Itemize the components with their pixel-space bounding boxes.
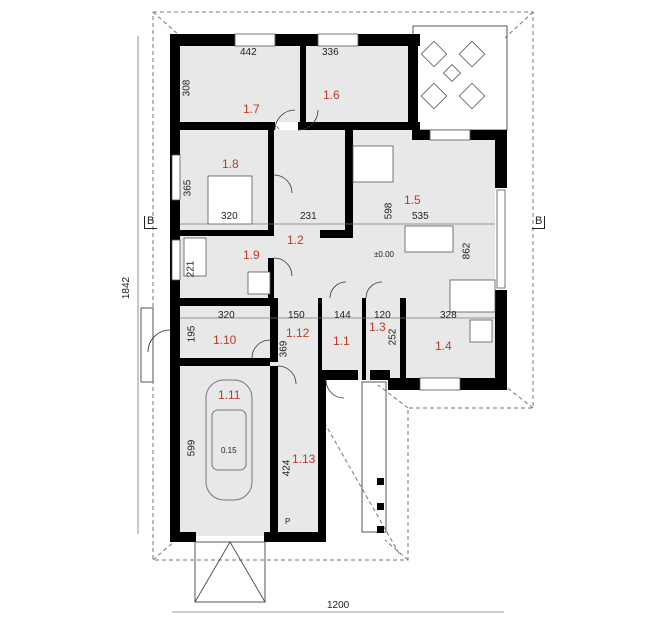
room-label-1-12: 1.12 [286, 326, 310, 340]
overall-width-dimension: 1200 [327, 600, 350, 611]
room-label-1-7: 1.7 [243, 102, 260, 116]
dimension-336: 336 [322, 47, 339, 58]
room-label-1-5: 1.5 [404, 193, 421, 207]
garage-porch [140, 307, 387, 603]
dimension-442: 442 [240, 47, 257, 58]
dimension-120: 120 [374, 310, 391, 321]
dimension-535: 535 [412, 211, 429, 222]
section-mark-left: B [144, 216, 158, 229]
dimension-lines [137, 36, 504, 613]
room-label-1-3: 1.3 [369, 320, 386, 334]
walls [170, 34, 507, 542]
floor-areas [180, 46, 495, 536]
dimension-862: 862 [461, 242, 473, 260]
section-mark-right: B [532, 216, 546, 229]
dimension-369: 369 [278, 340, 290, 358]
room-label-1-8: 1.8 [222, 157, 239, 171]
terrace-furniture [420, 40, 486, 110]
level-mark: ±0.00 [374, 250, 394, 259]
parking-mark: P [285, 517, 291, 526]
porch-posts [377, 478, 384, 533]
overall-height-dimension: 1842 [121, 276, 133, 300]
room-label-1-13: 1.13 [292, 452, 316, 466]
dimension-144: 144 [334, 310, 351, 321]
terrace [412, 25, 508, 131]
dimension-599: 599 [186, 439, 198, 457]
room-label-1-11: 1.11 [218, 388, 241, 402]
garage-level-mark: 0.15 [221, 446, 237, 455]
dimension-598: 598 [383, 202, 395, 220]
furniture [183, 145, 496, 343]
car-outline [205, 379, 253, 501]
dimension-308: 308 [181, 79, 193, 97]
windows [171, 33, 506, 391]
room-label-1-10: 1.10 [213, 333, 237, 347]
dimension-424: 424 [281, 459, 293, 477]
dimension-365: 365 [182, 179, 194, 197]
dimension-231: 231 [300, 211, 317, 222]
dimension-150: 150 [288, 310, 305, 321]
dimension-252: 252 [387, 328, 399, 346]
dimension-320-bedroom: 320 [221, 211, 238, 222]
room-label-1-1: 1.1 [333, 334, 350, 348]
doors [147, 109, 383, 399]
room-label-1-2: 1.2 [287, 233, 304, 247]
dimension-320-laundry: 320 [218, 310, 235, 321]
dimension-328: 328 [440, 310, 457, 321]
room-label-1-6: 1.6 [323, 88, 340, 102]
dimension-195: 195 [186, 325, 198, 343]
dimension-221: 221 [185, 260, 197, 278]
room-label-1-4: 1.4 [435, 339, 452, 353]
room-label-1-9: 1.9 [243, 248, 260, 262]
